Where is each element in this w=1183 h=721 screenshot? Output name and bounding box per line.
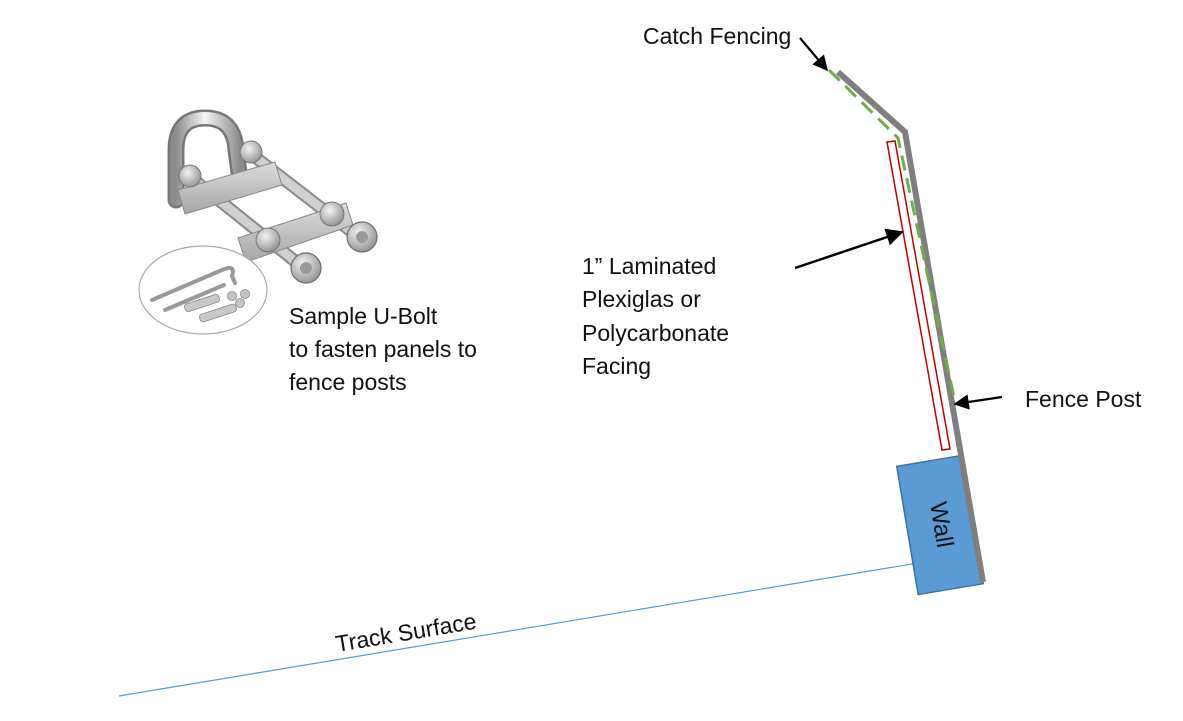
fence-post [835, 69, 986, 583]
ubolt-caption: Sample U-Bolt to fasten panels to fence … [289, 303, 477, 395]
fence-post-arrow [953, 394, 1003, 410]
facing-panel [886, 140, 951, 451]
track-surface-line [118, 562, 919, 697]
facing-label-line-3: Polycarbonate [582, 320, 729, 346]
u-bolt-icon [167, 109, 378, 284]
facing-label-line-1: 1” Laminated [582, 253, 716, 279]
facing-label: 1” Laminated Plexiglas or Polycarbonate … [582, 253, 729, 379]
u-bolt-parts-icon [138, 245, 268, 335]
facing-label-line-2: Plexiglas or [582, 286, 701, 312]
ubolt-caption-line-2: to fasten panels to [289, 336, 477, 362]
ubolt-caption-line-3: fence posts [289, 369, 407, 395]
catch-fencing-line [827, 68, 957, 403]
wall: Wall [895, 454, 985, 596]
catch-fencing-arrow [799, 37, 828, 72]
facing-arrow [794, 228, 904, 270]
track-surface-label: Track Surface [334, 608, 479, 657]
facing-label-line-4: Facing [582, 353, 651, 379]
fence-post-label: Fence Post [1025, 386, 1142, 412]
catch-fencing-label: Catch Fencing [643, 23, 791, 49]
ubolt-caption-line-1: Sample U-Bolt [289, 303, 438, 329]
